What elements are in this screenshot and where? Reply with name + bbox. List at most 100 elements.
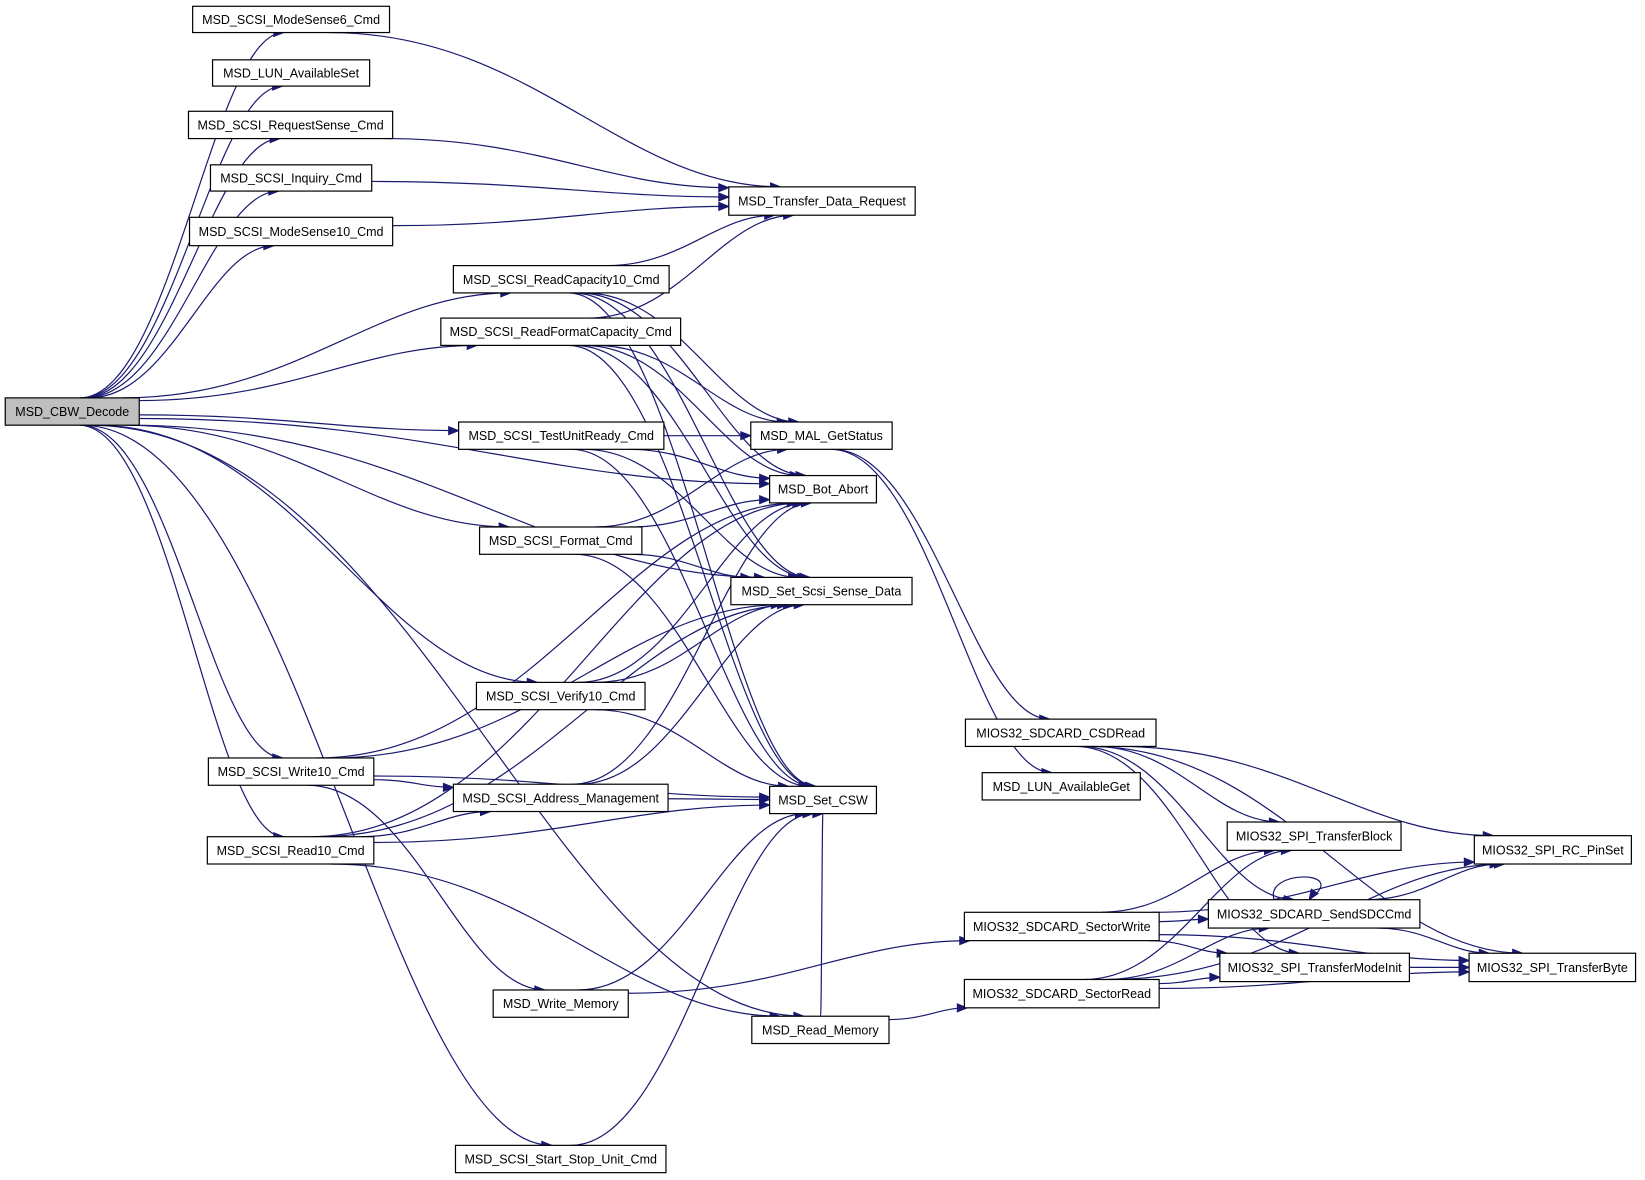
edge-secwrite-to-sendcmd	[1159, 914, 1210, 924]
node-xferbyte[interactable]: MIOS32_SPI_TransferByte	[1468, 952, 1637, 983]
edge-line	[594, 344, 788, 423]
node-box	[211, 59, 371, 87]
edge-line	[606, 214, 775, 267]
edge-line	[1106, 927, 1270, 981]
node-verify[interactable]: MSD_SCSI_Verify10_Cmd	[475, 681, 646, 711]
node-label: MSD_LUN_AvailableGet	[993, 780, 1131, 794]
node-box	[964, 718, 1157, 748]
node-cbw[interactable]: MSD_CBW_Decode	[4, 397, 140, 426]
node-xferblock[interactable]: MIOS32_SPI_TransferBlock	[1226, 821, 1402, 851]
node-secwrite[interactable]: MIOS32_SDCARD_SectorWrite	[963, 911, 1160, 942]
edge-line	[588, 214, 794, 319]
node-label: MIOS32_SDCARD_CSDRead	[976, 726, 1145, 740]
node-csdread[interactable]: MIOS32_SDCARD_CSDRead	[964, 718, 1157, 748]
edge-line	[373, 779, 454, 789]
node-lunget[interactable]: MSD_LUN_AvailableGet	[981, 772, 1141, 801]
node-label: MSD_Read_Memory	[762, 1023, 879, 1037]
edge-cbw-to-write10	[80, 424, 285, 763]
edge-line	[1118, 745, 1494, 837]
edge-secwrite-to-pinset	[1152, 857, 1476, 913]
edge-line	[373, 804, 770, 844]
node-modeinit[interactable]: MIOS32_SPI_TransferModeInit	[1219, 952, 1411, 983]
node-box	[1473, 835, 1632, 865]
node-box	[981, 772, 1141, 801]
node-inquiry[interactable]: MSD_SCSI_Inquiry_Cmd	[209, 164, 373, 192]
node-box	[452, 265, 670, 294]
node-box	[1219, 952, 1411, 983]
arrowhead	[442, 782, 455, 793]
edge-line	[88, 424, 804, 1017]
edge-line	[371, 180, 729, 198]
node-box	[454, 1144, 667, 1174]
node-sense[interactable]: MSD_Set_Scsi_Sense_Data	[730, 576, 913, 606]
edge-line	[1094, 745, 1280, 823]
node-lunset[interactable]: MSD_LUN_AvailableSet	[211, 59, 371, 87]
node-write10[interactable]: MSD_SCSI_Write10_Cmd	[207, 757, 375, 786]
edge-line	[594, 604, 788, 683]
node-readfmt[interactable]: MSD_SCSI_ReadFormatCapacity_Cmd	[440, 317, 682, 346]
node-label: MSD_SCSI_ModeSense6_Cmd	[202, 13, 380, 27]
node-box	[209, 164, 373, 192]
node-readmem[interactable]: MSD_Read_Memory	[751, 1015, 890, 1045]
node-box	[1468, 952, 1637, 983]
node-csw[interactable]: MSD_Set_CSW	[769, 785, 878, 815]
edge-line	[139, 344, 478, 402]
node-reqsense[interactable]: MSD_SCSI_RequestSense_Cmd	[187, 110, 394, 140]
edge-testunit-to-botabort	[627, 448, 771, 484]
edge-cbw-to-readfmt	[139, 340, 479, 402]
arrowhead	[718, 201, 731, 212]
node-label: MSD_SCSI_Start_Stop_Unit_Cmd	[464, 1153, 656, 1167]
node-malstatus[interactable]: MSD_MAL_GetStatus	[750, 421, 893, 450]
edge-line	[570, 813, 814, 1146]
node-secread[interactable]: MIOS32_SDCARD_SectorRead	[963, 978, 1160, 1009]
edge-line	[139, 417, 770, 485]
edge-format-to-botabort	[630, 494, 771, 528]
node-testunit[interactable]: MSD_SCSI_TestUnitReady_Cmd	[458, 421, 665, 450]
node-box	[475, 681, 646, 711]
edge-line	[594, 448, 788, 528]
edge-ms10-to-transfer	[392, 201, 731, 227]
node-transfer[interactable]: MSD_Transfer_Data_Request	[728, 186, 916, 216]
node-label: MSD_SCSI_ReadFormatCapacity_Cmd	[450, 325, 672, 339]
edge-sendcmd-to-sendcmd	[1272, 876, 1322, 901]
edge-line	[306, 784, 545, 991]
edge-line	[830, 448, 1052, 774]
node-readcap[interactable]: MSD_SCSI_ReadCapacity10_Cmd	[452, 265, 670, 294]
arrowhead	[956, 1003, 969, 1013]
edge-line	[1377, 927, 1490, 954]
node-label: MIOS32_SDCARD_SectorRead	[972, 987, 1151, 1001]
edge-secwrite-to-xferbyte	[1159, 933, 1471, 966]
node-label: MSD_Set_Scsi_Sense_Data	[742, 585, 902, 599]
node-read10[interactable]: MSD_SCSI_Read10_Cmd	[206, 836, 375, 865]
edge-line	[631, 553, 751, 579]
arrowhead	[718, 182, 731, 193]
edge-reqsense-to-transfer	[385, 137, 731, 193]
node-label: MSD_SCSI_Format_Cmd	[489, 534, 633, 548]
node-botabort[interactable]: MSD_Bot_Abort	[769, 474, 878, 504]
edge-line	[331, 604, 782, 759]
edge-modeinit-to-xferbyte	[1409, 962, 1471, 973]
edge-format-to-malstatus	[594, 444, 789, 528]
node-startstop[interactable]: MSD_SCSI_Start_Stop_Unit_Cmd	[454, 1144, 667, 1174]
node-writemem[interactable]: MSD_Write_Memory	[492, 989, 629, 1018]
node-format[interactable]: MSD_SCSI_Format_Cmd	[478, 526, 643, 555]
node-ms10[interactable]: MSD_SCSI_ModeSense10_Cmd	[188, 216, 394, 247]
edge-testunit-to-malstatus	[663, 430, 753, 441]
node-ms6[interactable]: MSD_SCSI_ModeSense6_Cmd	[192, 5, 391, 34]
edge-line	[1075, 745, 1300, 954]
arrowhead	[1458, 962, 1471, 973]
edge-line	[819, 813, 824, 1017]
node-label: MSD_SCSI_Inquiry_Cmd	[220, 171, 362, 185]
node-box	[750, 421, 893, 450]
node-label: MSD_SCSI_ReadCapacity10_Cmd	[463, 273, 660, 287]
edge-line	[583, 292, 799, 423]
edge-line	[360, 810, 491, 838]
node-pinset[interactable]: MIOS32_SPI_RC_PinSet	[1473, 835, 1632, 865]
node-sendcmd[interactable]: MIOS32_SDCARD_SendSDCCmd	[1207, 899, 1421, 929]
edge-line	[123, 424, 510, 528]
edge-readcap-to-transfer	[606, 210, 777, 267]
edge-line	[88, 245, 274, 399]
edge-line	[80, 424, 283, 759]
node-addr[interactable]: MSD_SCSI_Address_Management	[452, 783, 669, 813]
edge-line	[139, 414, 459, 432]
